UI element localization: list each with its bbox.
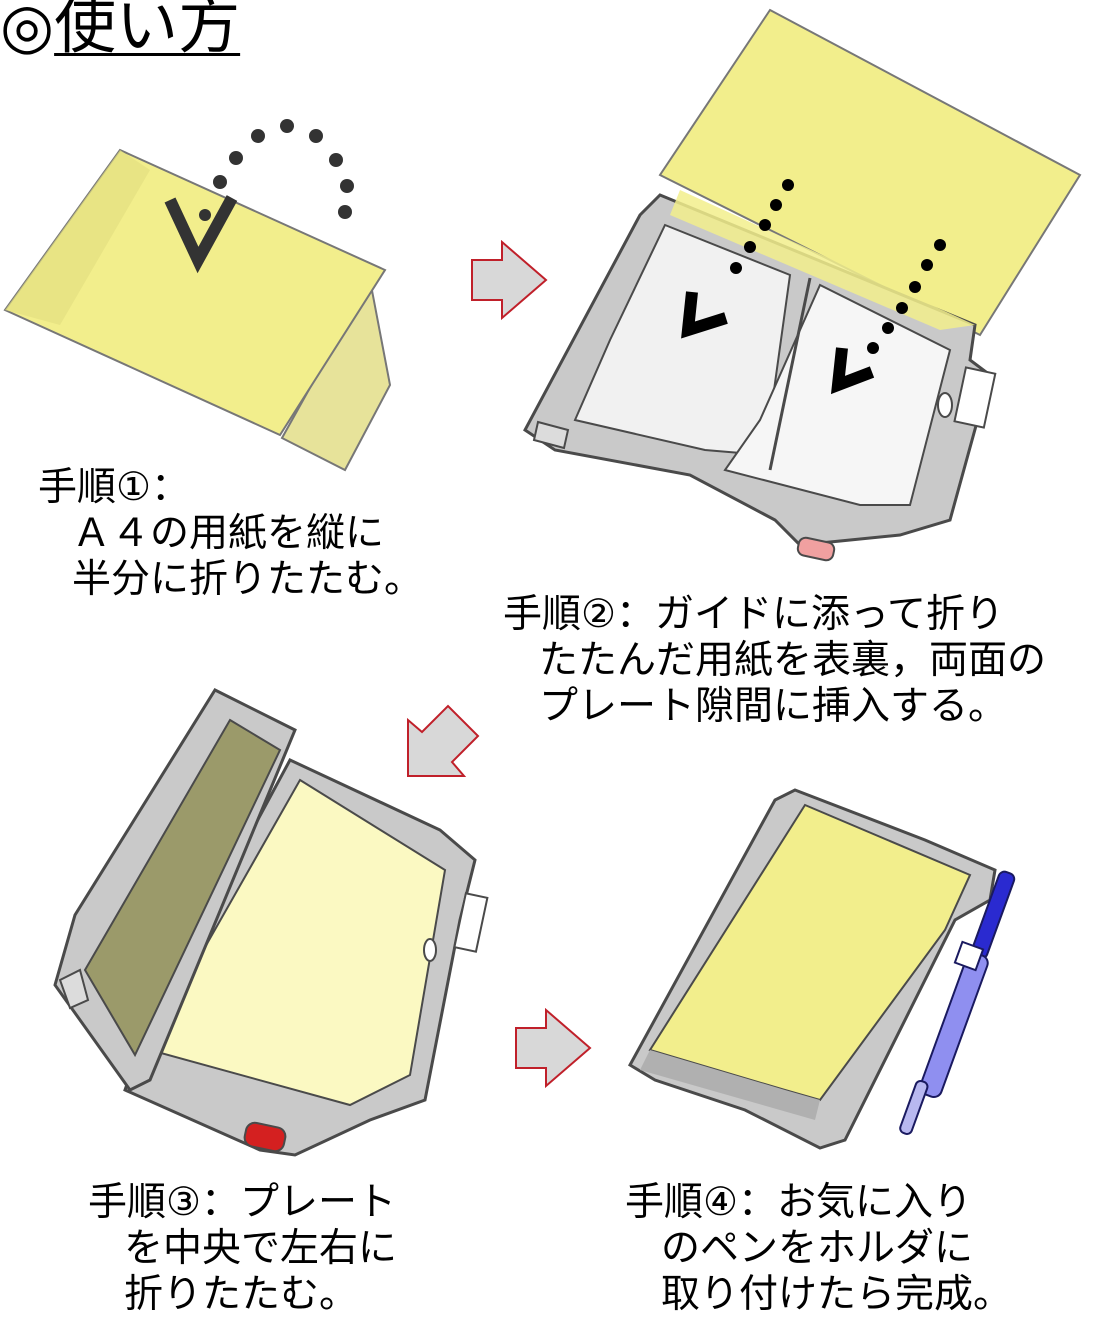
step2-line1: 手順②：ガイドに添って折り bbox=[503, 592, 1005, 637]
clip-hole bbox=[423, 938, 437, 962]
step3-line2: を中央で左右に bbox=[124, 1226, 398, 1271]
step3-line3: 折りたたむ。 bbox=[124, 1272, 359, 1317]
arrow-head-icon bbox=[164, 195, 238, 274]
plate-left-paper bbox=[83, 718, 282, 1058]
right-arrow-icon bbox=[515, 1008, 592, 1089]
title-text: 使い方 bbox=[54, 0, 241, 62]
plate-right-window bbox=[723, 283, 952, 506]
down-arrow-head-right-icon bbox=[830, 347, 875, 395]
dotted-insert-arrow-right bbox=[867, 239, 946, 354]
plate-left-window bbox=[573, 223, 792, 457]
step4-caption: 手順④：お気に入り のペンをホルダに 取り付けたら完成。 bbox=[625, 1180, 1012, 1318]
paper-shade bbox=[5, 150, 150, 325]
flow-arrow-right-2 bbox=[515, 1008, 592, 1089]
arrow-tail-dot bbox=[199, 209, 211, 221]
step2-line3: プレート隙間に挿入する。 bbox=[539, 684, 1008, 729]
title-mark: ◎ bbox=[0, 0, 55, 62]
plate-hinge bbox=[768, 277, 812, 471]
right-arrow-icon bbox=[471, 240, 548, 321]
flow-arrow-right-1 bbox=[471, 240, 548, 321]
tab-pink bbox=[796, 536, 836, 562]
step4-line3: 取り付けたら完成。 bbox=[661, 1272, 1013, 1317]
step3-plate-fold-figure bbox=[53, 688, 489, 1157]
step4-line1: 手順④：お気に入り bbox=[625, 1180, 972, 1225]
tab-red bbox=[243, 1121, 287, 1153]
step1-folded-paper-figure bbox=[3, 119, 392, 472]
inserted-paper bbox=[658, 8, 1082, 337]
dotted-fold-arrow bbox=[213, 119, 354, 219]
paper-over-plate bbox=[670, 190, 975, 330]
pen-icon bbox=[899, 870, 1016, 1135]
step2-caption: 手順②：ガイドに添って折り たたんだ用紙を表裏，両面の プレート隙間に挿入する。 bbox=[503, 592, 1046, 730]
pen-clip-tab bbox=[953, 366, 997, 429]
down-arrow-head-left-icon bbox=[681, 291, 728, 339]
holder-edge bbox=[640, 1050, 820, 1120]
step4-line2: のペンをホルダに bbox=[661, 1226, 974, 1271]
step2-line2: たたんだ用紙を表裏，両面の bbox=[539, 638, 1047, 683]
step1-caption: 手順①： Ａ４の用紙を縦に 半分に折りたたむ。 bbox=[38, 465, 423, 603]
flow-arrow-down-left bbox=[407, 704, 480, 777]
step3-caption: 手順③：プレート を中央で左右に 折りたたむ。 bbox=[88, 1180, 397, 1318]
step3-line1: 手順③：プレート bbox=[88, 1180, 396, 1225]
step4-complete-holder-figure bbox=[627, 788, 1016, 1150]
grip-left bbox=[58, 968, 90, 1010]
step1-line1: 手順①： bbox=[38, 465, 190, 510]
step1-line2: Ａ４の用紙を縦に bbox=[72, 511, 385, 556]
pen-clip-tab bbox=[453, 892, 489, 953]
grip-left bbox=[532, 420, 570, 450]
step1-line3: 半分に折りたたむ。 bbox=[72, 557, 424, 602]
down-left-arrow-icon bbox=[407, 704, 480, 777]
step2-plate-insert-figure bbox=[523, 8, 1082, 562]
dotted-insert-arrow-left bbox=[730, 179, 794, 274]
clip-hole bbox=[937, 392, 953, 418]
page-title: ◎使い方 bbox=[0, 0, 240, 66]
